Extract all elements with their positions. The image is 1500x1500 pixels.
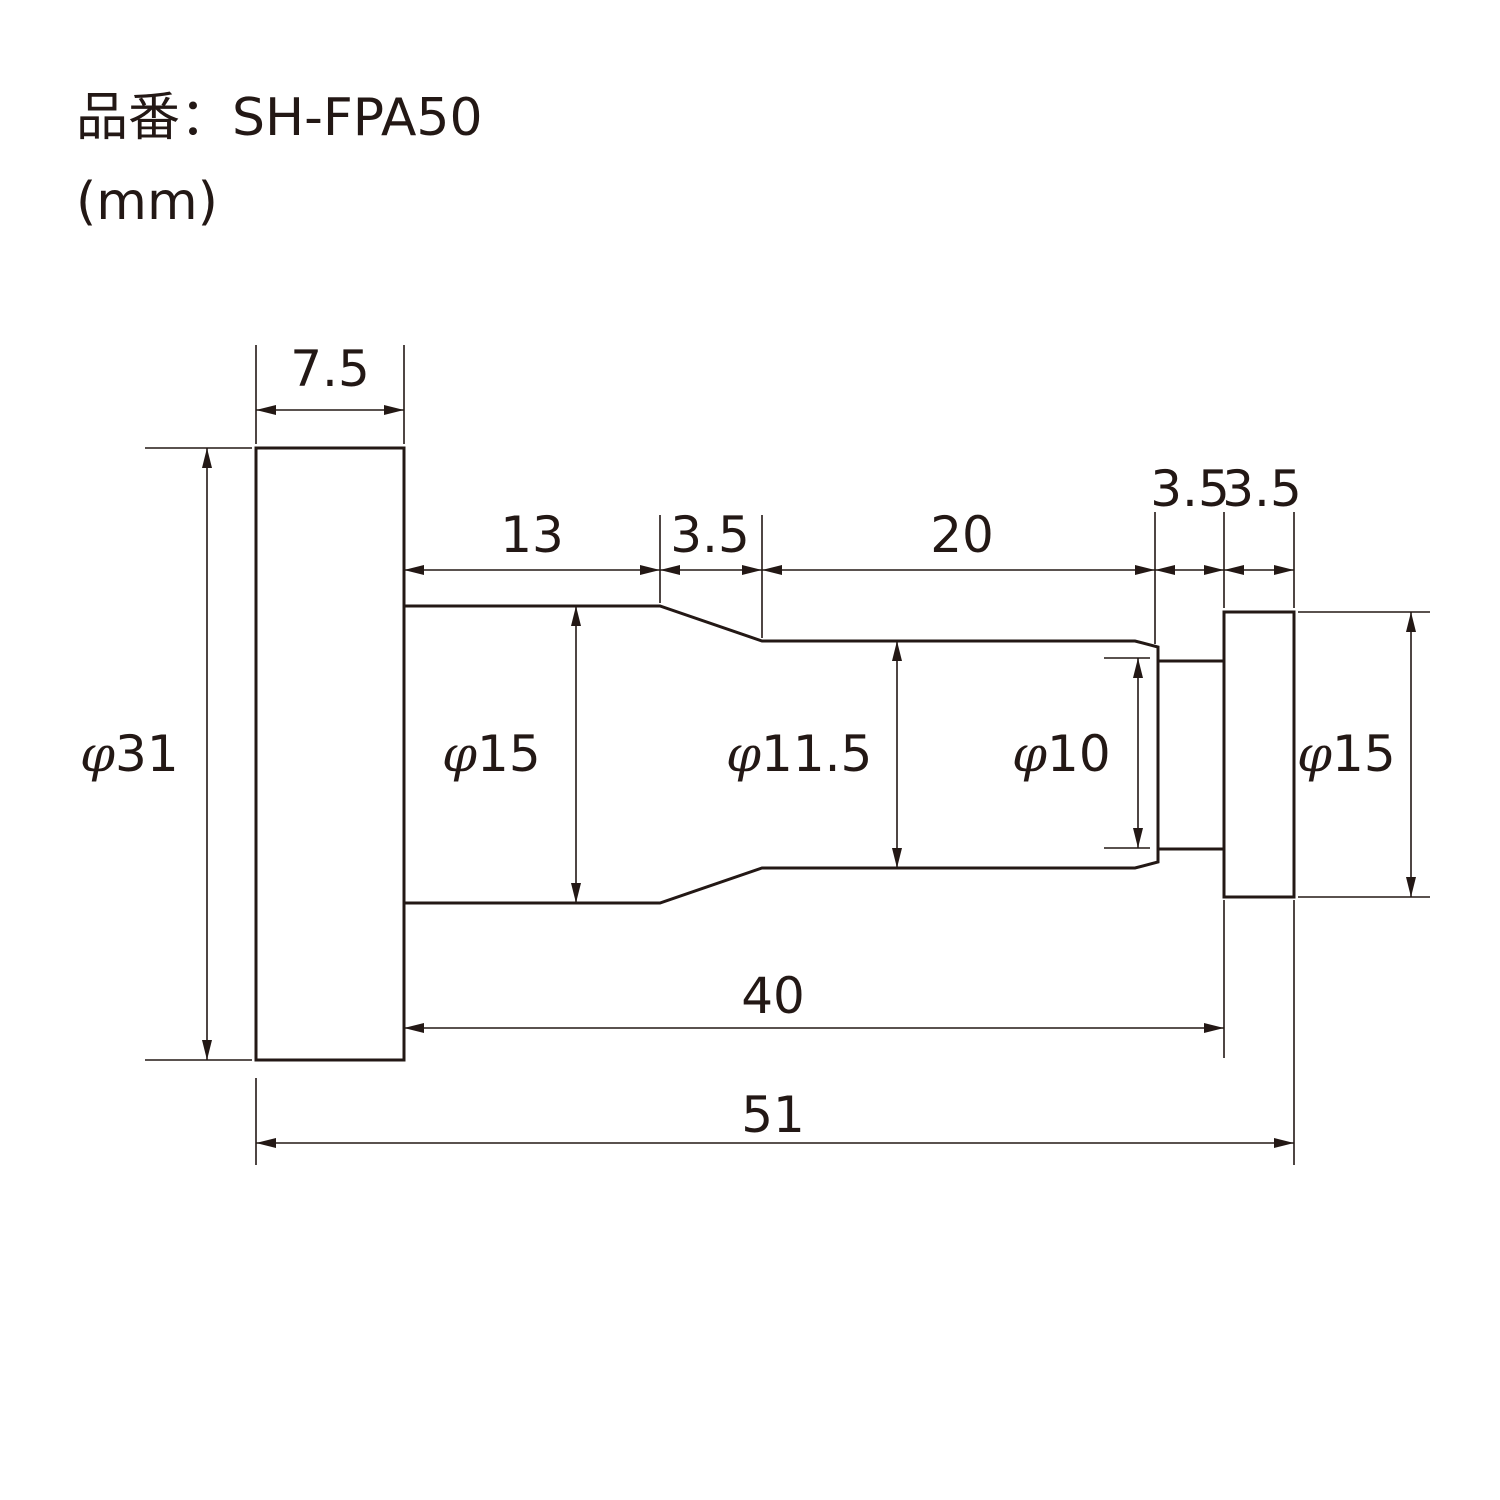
cap-thickness-label: 3.5 [1222, 460, 1302, 518]
shaft-section-2-diameter-label: φ11.5 [726, 725, 872, 783]
unit-label: (mm) [76, 172, 218, 232]
dim-flange-thickness [256, 405, 404, 415]
dim-cap-diameter [1406, 612, 1416, 897]
dim-flange-diameter [202, 448, 212, 1060]
cap-diameter-value: 15 [1332, 725, 1396, 783]
dim-shaft-section-1-length [404, 565, 660, 575]
shaft-section-2-diameter-value: 11.5 [761, 725, 872, 783]
dim-neck-diameter [1133, 658, 1143, 848]
cap-body [1222, 610, 1296, 899]
product-number-label: 品番：SH-FPA50 [76, 88, 483, 148]
cap-diameter-label: φ15 [1297, 725, 1396, 783]
flange-thickness-label: 7.5 [290, 340, 370, 398]
dim-shaft-section-2-length [762, 565, 1155, 575]
shaft-length-label: 40 [741, 967, 805, 1025]
phi-symbol: φ [1012, 725, 1047, 783]
overall-length-label: 51 [741, 1086, 805, 1144]
dim-overall-length [256, 1138, 1294, 1148]
neck-diameter-label: φ10 [1012, 725, 1111, 783]
flange-diameter-label: φ31 [80, 725, 179, 783]
neck-diameter-value: 10 [1047, 725, 1111, 783]
dim-neck-length [1155, 565, 1224, 575]
shaft-section-2-length-label: 20 [930, 506, 994, 564]
part-outline [254, 446, 1296, 1062]
shaft-section-1-length-label: 13 [500, 506, 564, 564]
phi-symbol: φ [442, 725, 477, 783]
dimension-labels: 7.5 φ31 13 3.5 20 3.5 3.5 φ15 φ11.5 φ10 … [80, 340, 1396, 1144]
phi-symbol: φ [1297, 725, 1332, 783]
neck-length-label: 3.5 [1150, 460, 1230, 518]
dim-cap-thickness [1224, 565, 1294, 575]
dim-taper-length [660, 565, 762, 575]
shaft-section-1-diameter-value: 15 [477, 725, 541, 783]
phi-symbol: φ [726, 725, 761, 783]
dim-shaft-section-2-diameter [892, 641, 902, 868]
extension-lines [145, 345, 1430, 1165]
phi-symbol: φ [80, 725, 115, 783]
shaft-section-1-diameter-label: φ15 [442, 725, 541, 783]
shaft-body [404, 604, 1160, 905]
dim-shaft-section-1-diameter [571, 606, 581, 903]
flange-diameter-value: 31 [115, 725, 179, 783]
dim-shaft-length [404, 1023, 1224, 1033]
dimension-lines [202, 405, 1416, 1148]
flange-body [254, 446, 406, 1062]
taper-length-label: 3.5 [670, 506, 750, 564]
